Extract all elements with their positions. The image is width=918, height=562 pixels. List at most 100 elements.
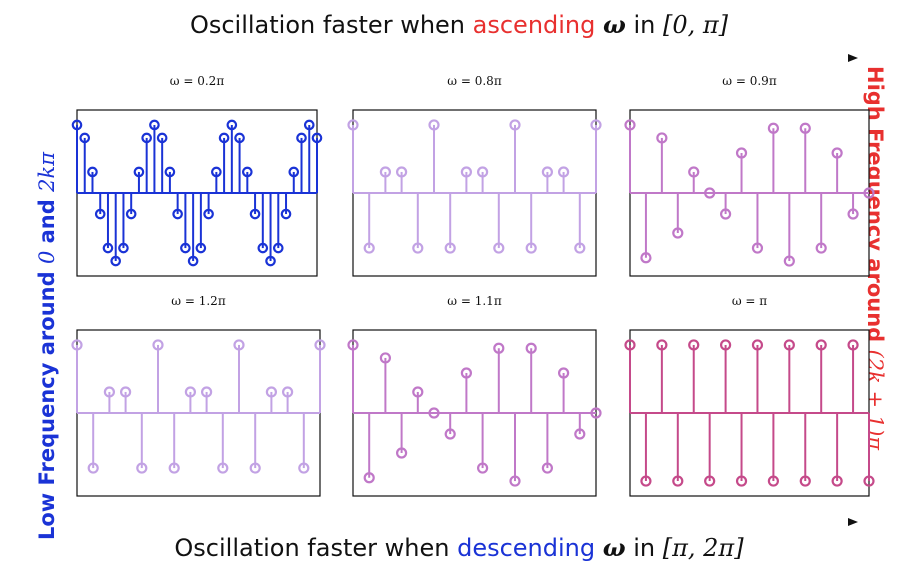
stem-marker xyxy=(574,242,586,254)
stem-marker xyxy=(217,462,229,474)
stem-marker xyxy=(119,386,132,398)
stem-marker xyxy=(719,208,732,220)
stem-marker xyxy=(428,407,440,419)
stem-marker xyxy=(87,462,99,474)
plot-title: ω = 0.8π xyxy=(447,74,502,88)
stem-plot-5: ω = 1.1π xyxy=(347,294,602,497)
stem-marker xyxy=(396,166,408,178)
bottom-title-keyword: descending xyxy=(457,534,596,562)
stem-marker xyxy=(396,447,408,459)
stem-marker xyxy=(444,428,456,440)
stem-marker xyxy=(141,132,152,144)
bottom-title-interval: [π, 2π] xyxy=(662,534,744,562)
stem-marker xyxy=(363,242,375,254)
bottom-title-mid: in xyxy=(625,534,663,562)
stem-marker xyxy=(704,475,716,487)
plot-title: ω = 1.1π xyxy=(447,294,502,308)
stem-marker xyxy=(831,475,843,487)
stem-marker xyxy=(767,475,780,487)
stem-marker xyxy=(735,147,748,159)
stem-marker xyxy=(751,339,764,351)
stem-marker xyxy=(525,342,537,354)
stem-marker xyxy=(298,462,310,474)
top-title-interval: [0, π] xyxy=(663,11,729,39)
stem-marker xyxy=(303,119,315,131)
stem-marker xyxy=(296,132,307,144)
stem-marker xyxy=(156,132,168,144)
stem-marker xyxy=(509,119,521,131)
stem-marker xyxy=(226,119,238,131)
stem-marker xyxy=(110,255,122,267)
stem-marker xyxy=(477,166,489,178)
stem-marker xyxy=(168,462,180,474)
stem-marker xyxy=(103,386,116,398)
stem-marker xyxy=(783,255,795,267)
stem-marker xyxy=(444,242,456,254)
stem-marker xyxy=(184,386,196,398)
bottom-title-omega: ω xyxy=(602,533,626,562)
stem-marker xyxy=(493,342,505,354)
plot-title: ω = π xyxy=(732,294,767,308)
stem-marker xyxy=(525,242,537,254)
stem-plot-6: ω = π xyxy=(624,294,875,497)
stem-marker xyxy=(831,147,843,159)
stem-marker xyxy=(102,242,114,254)
stem-marker xyxy=(164,166,176,178)
top-title: Oscillation faster when ascending ω in [… xyxy=(0,10,918,39)
stem-marker xyxy=(640,252,652,264)
stem-marker xyxy=(704,187,716,199)
stem-marker xyxy=(249,208,261,220)
stem-marker xyxy=(71,119,83,131)
stem-marker xyxy=(136,462,148,474)
stem-marker xyxy=(767,122,780,134)
stem-marker xyxy=(640,475,652,487)
stem-marker xyxy=(79,132,91,144)
stem-marker xyxy=(118,242,129,254)
stem-marker xyxy=(363,472,375,484)
stem-marker xyxy=(201,386,213,398)
plot-title: ω = 0.9π xyxy=(722,74,777,88)
stem-marker xyxy=(125,208,137,220)
stem-marker xyxy=(257,242,269,254)
stem-marker xyxy=(133,166,145,178)
stem-plot-3: ω = 0.9π xyxy=(624,74,875,277)
plot-title: ω = 0.2π xyxy=(170,74,225,88)
stem-marker xyxy=(203,208,214,220)
plot-title: ω = 1.2π xyxy=(171,294,226,308)
stem-marker xyxy=(672,475,684,487)
stem-marker xyxy=(541,462,554,474)
stem-marker xyxy=(412,242,424,254)
stem-marker xyxy=(152,339,164,351)
stem-marker xyxy=(815,242,827,254)
stem-marker xyxy=(180,242,191,254)
stem-marker xyxy=(624,119,636,131)
stem-marker xyxy=(242,166,253,178)
stem-marker xyxy=(735,475,748,487)
stem-marker xyxy=(460,367,472,379)
stem-marker xyxy=(71,339,83,351)
stem-marker xyxy=(172,208,183,220)
stem-plot-4: ω = 1.2π xyxy=(71,294,326,497)
top-title-prefix: Oscillation faster when xyxy=(189,11,473,39)
stem-marker xyxy=(624,339,636,351)
stem-marker xyxy=(783,339,795,351)
stem-marker xyxy=(799,475,811,487)
bottom-title: Oscillation faster when descending ω in … xyxy=(0,533,918,562)
stem-marker xyxy=(688,166,700,178)
stem-marker xyxy=(847,339,859,351)
stem-marker xyxy=(249,462,261,474)
stem-marker xyxy=(272,242,284,254)
stem-marker xyxy=(311,132,323,144)
stem-marker xyxy=(149,119,160,131)
stem-marker xyxy=(477,462,489,474)
stem-marker xyxy=(672,227,684,239)
stem-marker xyxy=(590,119,602,131)
stem-marker xyxy=(428,119,440,131)
stem-marker xyxy=(656,339,668,351)
stem-marker xyxy=(347,119,359,131)
stem-marker xyxy=(719,339,732,351)
stem-marker xyxy=(265,386,277,398)
stem-marker xyxy=(233,339,245,351)
stem-marker xyxy=(379,352,391,364)
